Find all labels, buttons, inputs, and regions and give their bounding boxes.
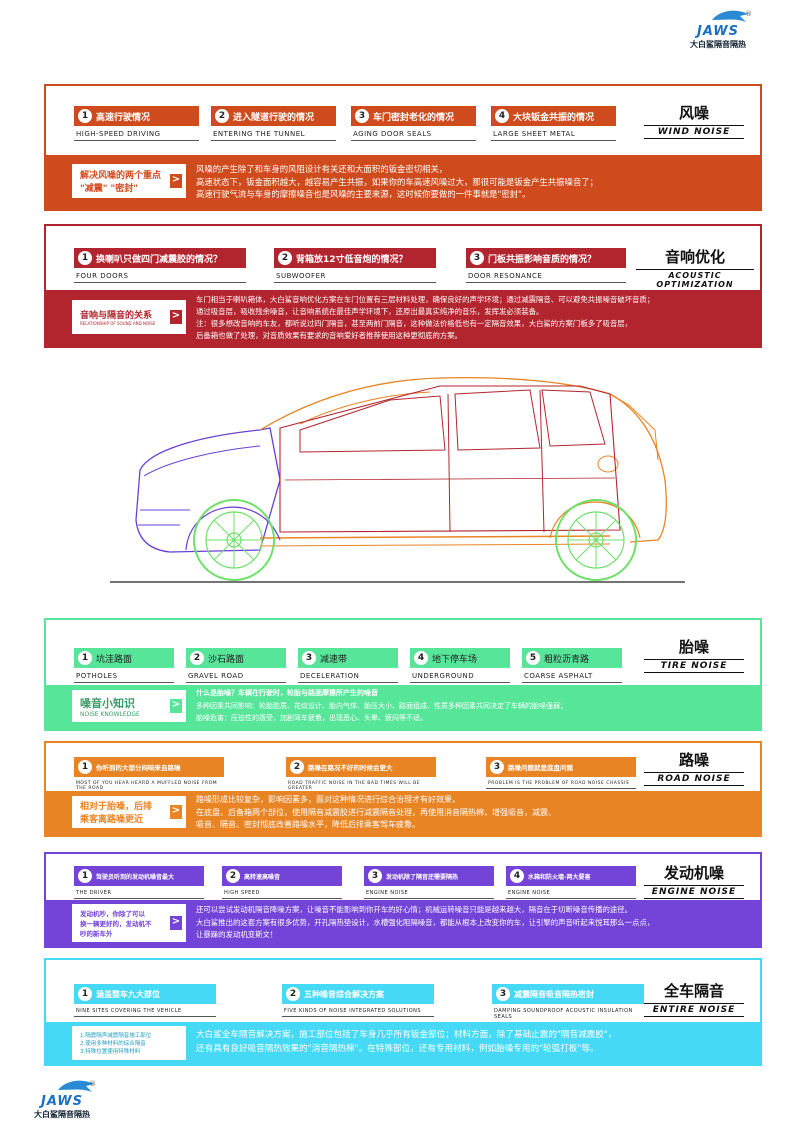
car-outline-drawing <box>110 376 685 583</box>
engine-label-box: 发动机吵，你除了可以 换一辆更好的，发动机不 吵的新车外 > <box>72 904 186 942</box>
shark-logo-icon <box>712 10 748 22</box>
tire-title: 胎噪 TIRE NOISE <box>644 636 744 673</box>
brand-logo-bottom: ® JAWS 大白鲨隔音隔热 <box>34 1080 96 1120</box>
shark-logo-icon <box>58 1080 94 1092</box>
rear-wheel-icon <box>555 499 637 581</box>
road-text: 路噪形成比较复杂，影响因素多，面对这种情况进行综合治理才有好效果， 在底盘、后备… <box>196 795 556 829</box>
logo-brand: JAWS <box>697 24 739 39</box>
acoustic-title: 音响优化 ACOUSTIC OPTIMIZATION <box>636 246 754 291</box>
tire-band: 噪音小知识 NOISE KNOWLEDGE > 什么是胎噪？车辆在行驶时，轮胎与… <box>46 685 760 729</box>
tire-text: 什么是胎噪？车辆在行驶时，轮胎与路面摩擦所产生的噪音 多种因素共同影响：轮胎胶质… <box>196 689 567 722</box>
brand-logo-top: ® JAWS 大白鲨隔音隔热 <box>690 10 752 50</box>
logo-cn: 大白鲨隔音隔热 <box>34 1110 90 1119</box>
wind-text: 风噪的产生除了和车身的风阻设计有关还和大面积的钣金密切相关， 高速状态下，钣金面… <box>196 164 598 199</box>
entire-label-box: 1.隔震隔声减震隔音施工部位 2.使用多种材料的综合隔音 3.特殊位置使用特殊材… <box>72 1026 186 1060</box>
front-wheel-icon <box>193 499 275 581</box>
engine-text: 还可以尝试发动机隔音降噪方案，让噪音不能影响到你开车的好心情；机械运转噪音只能是… <box>196 905 655 939</box>
tire-label-box: 噪音小知识 NOISE KNOWLEDGE > <box>72 690 186 722</box>
engine-title: 发动机噪 ENGINE NOISE <box>644 862 744 899</box>
wind-band: 解决风噪的两个重点 "减震" "密封" > 风噪的产生除了和车身的风阻设计有关还… <box>46 155 760 209</box>
tire-arrow-icon: > <box>170 699 182 713</box>
engine-arrow-icon: > <box>170 916 182 930</box>
engine-band: 发动机吵，你除了可以 换一辆更好的，发动机不 吵的新车外 > 还可以尝试发动机隔… <box>46 900 760 946</box>
road-arrow-icon: > <box>170 805 182 819</box>
acoustic-arrow-icon: > <box>170 310 182 324</box>
entire-band: 1.隔震隔声减震隔音施工部位 2.使用多种材料的综合隔音 3.特殊位置使用特殊材… <box>46 1022 760 1064</box>
logo-cn: 大白鲨隔音隔热 <box>690 40 746 49</box>
entire-title: 全车隔音 ENTIRE NOISE <box>644 980 744 1017</box>
road-label-box: 相对于胎噪，后排 乘客离路噪更近 > <box>72 796 186 828</box>
car-illustration <box>110 360 710 590</box>
acoustic-label-box: 音响与隔音的关系 RELATIONSHIP OF SOUND AND NOISE… <box>72 300 186 334</box>
logo-brand: JAWS <box>41 1094 83 1109</box>
wind-label-box: 解决风噪的两个重点 "减震" "密封" > <box>72 164 186 198</box>
acoustic-band: 音响与隔音的关系 RELATIONSHIP OF SOUND AND NOISE… <box>46 290 760 346</box>
acoustic-text: 车门相当于喇叭箱体，大白鲨音响优化方案在车门位置有三层材料处理，确保良好的声学环… <box>196 295 655 340</box>
wind-title: 风噪 WIND NOISE <box>644 102 744 139</box>
road-band: 相对于胎噪，后排 乘客离路噪更近 > 路噪形成比较复杂，影响因素多，面对这种情况… <box>46 791 760 835</box>
entire-text: 大白鲨全车隔音解决方案，施工部位包括了车身几乎所有钣金部位；材料方面，除了基础止… <box>196 1030 617 1054</box>
wind-arrow-icon: > <box>170 174 182 188</box>
road-title: 路噪 ROAD NOISE <box>644 749 744 786</box>
